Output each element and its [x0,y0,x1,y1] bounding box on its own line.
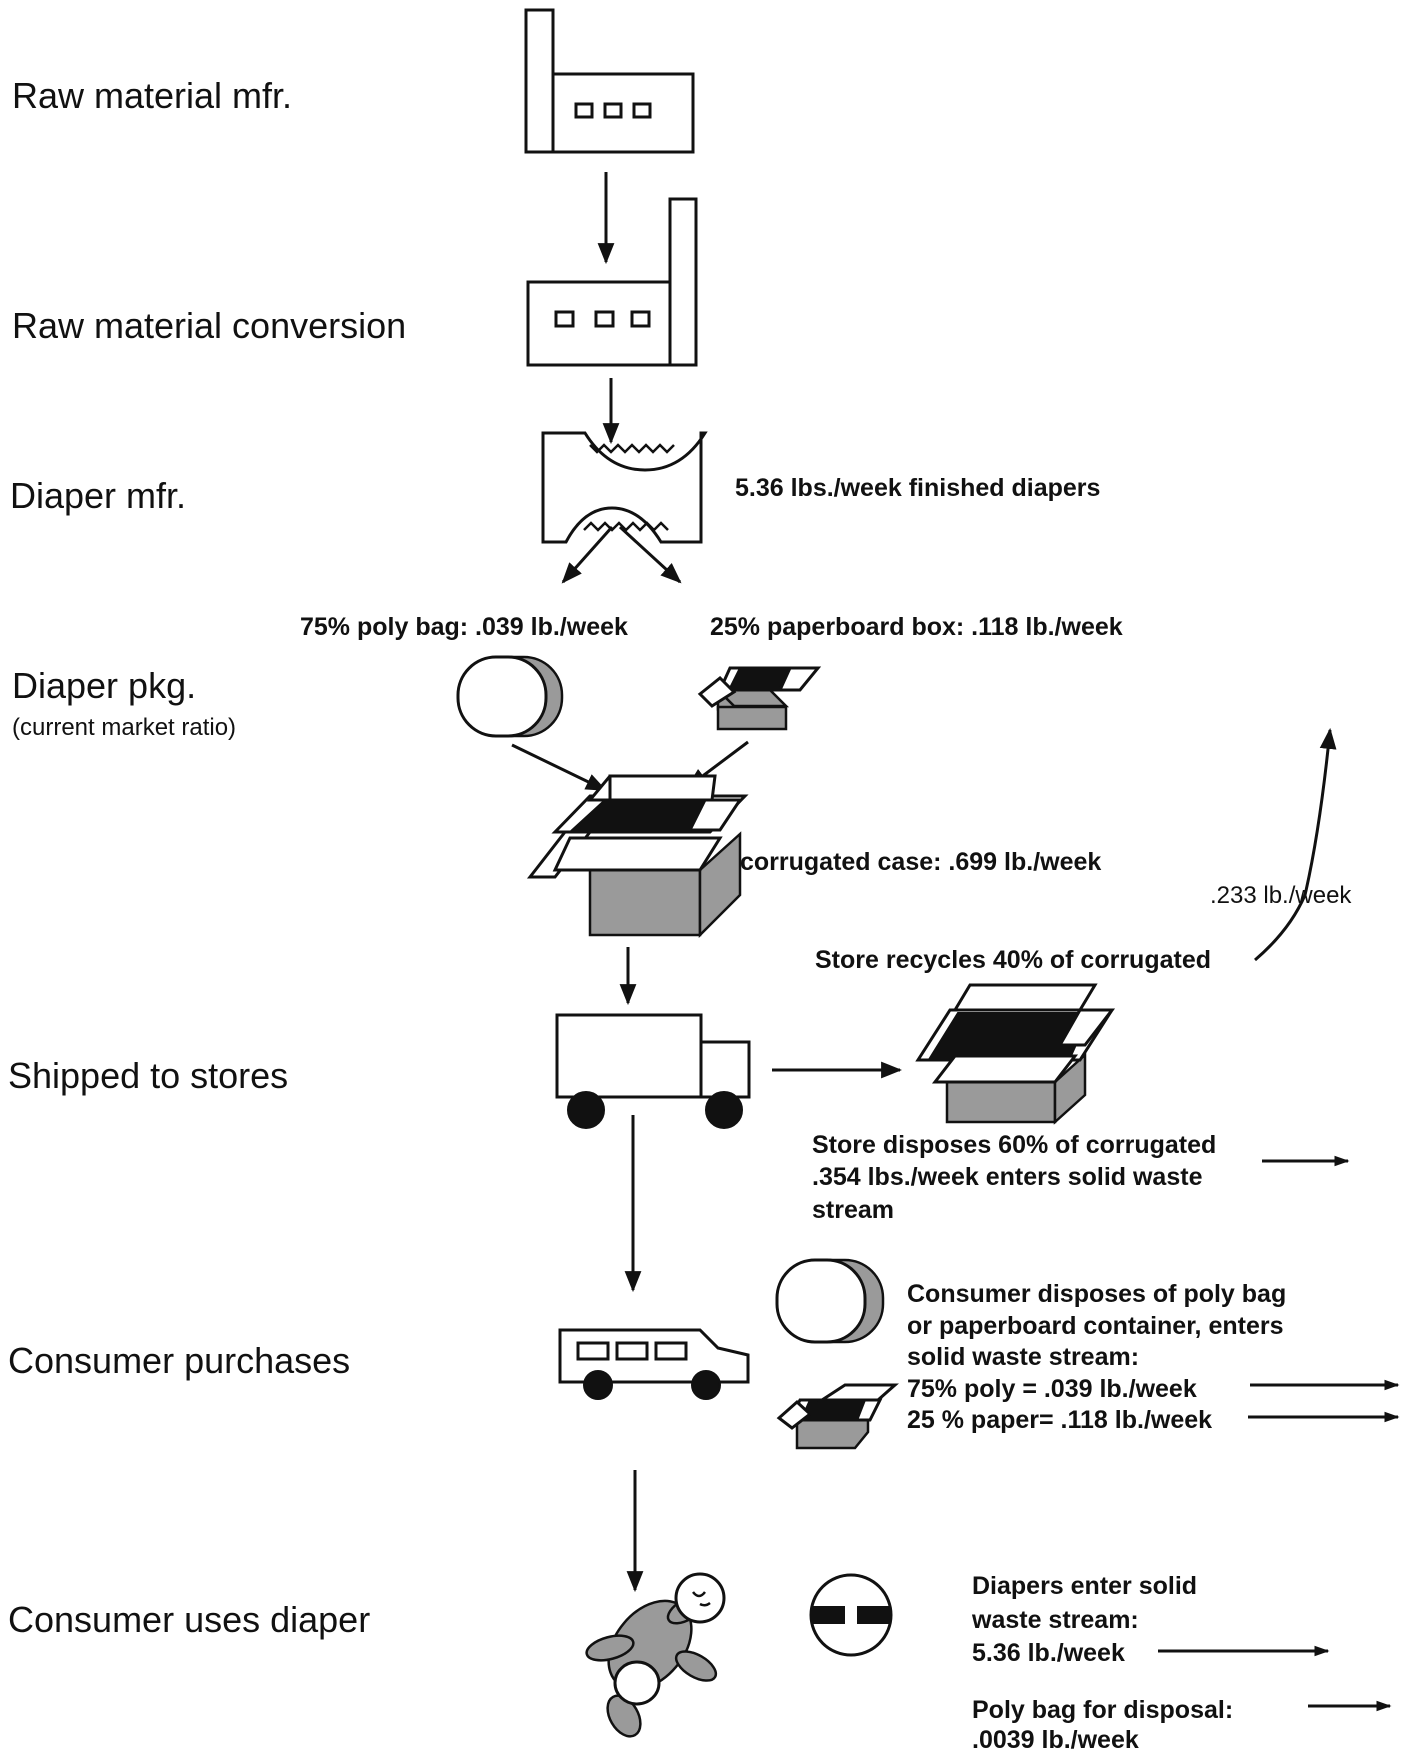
paperboard-box-icon [700,668,818,729]
stage-raw-material-conversion: Raw material conversion [12,305,406,346]
note-store-disposes-2: .354 lbs./week enters solid waste [812,1163,1203,1191]
note-diapers-enter-3: 5.36 lb./week [972,1639,1125,1667]
note-consumer-paper: 25 % paper= .118 lb./week [907,1406,1212,1434]
stage-diaper-pkg-subtitle: (current market ratio) [12,714,236,741]
stage-shipped-to-stores: Shipped to stores [8,1055,288,1096]
van-icon [560,1330,748,1399]
corrugated-case-icon [918,985,1112,1122]
note-consumer-disposes-2: or paperboard container, enters [907,1312,1284,1340]
note-finished-diapers: 5.36 lbs./week finished diapers [735,474,1100,502]
note-diapers-enter-2: waste stream: [971,1606,1139,1634]
flow-arrow [512,745,605,790]
stage-diaper-mfr: Diaper mfr. [10,475,186,516]
stage-consumer-purchases: Consumer purchases [8,1340,350,1381]
corrugated-case-icon [530,776,745,935]
recycle-arrow [1255,730,1330,960]
note-consumer-poly: 75% poly = .039 lb./week [907,1375,1197,1403]
note-store-disposes-3: stream [812,1196,894,1224]
note-store-disposes-1: Store disposes 60% of corrugated [812,1131,1216,1159]
truck-icon [557,1015,749,1128]
diaper-icon [543,433,705,542]
note-poly-bag-disposal-1: Poly bag for disposal: [972,1696,1233,1724]
paperboard-box-icon [779,1385,895,1448]
note-poly-bag-disposal-2: .0039 lb./week [972,1726,1139,1753]
note-poly-bag: 75% poly bag: .039 lb./week [300,613,628,641]
stage-consumer-uses-diaper: Consumer uses diaper [8,1599,370,1640]
note-recycled-weight: .233 lb./week [1210,882,1352,909]
note-consumer-disposes-3: solid waste stream: [907,1343,1139,1371]
factory-icon [526,10,693,152]
disposal-bag-icon [811,1575,891,1655]
stage-raw-material-mfr: Raw material mfr. [12,75,292,116]
poly-bag-icon [458,657,562,736]
stage-diaper-pkg: Diaper pkg. [12,665,196,706]
poly-bag-icon [777,1260,883,1342]
factory-icon [528,199,696,365]
baby-icon [584,1574,724,1742]
note-paperboard-box: 25% paperboard box: .118 lb./week [710,613,1123,641]
note-consumer-disposes-1: Consumer disposes of poly bag [907,1280,1286,1308]
note-corrugated-case: corrugated case: .699 lb./week [740,848,1101,876]
note-diapers-enter-1: Diapers enter solid [972,1572,1197,1600]
note-store-recycles: Store recycles 40% of corrugated [815,946,1211,974]
